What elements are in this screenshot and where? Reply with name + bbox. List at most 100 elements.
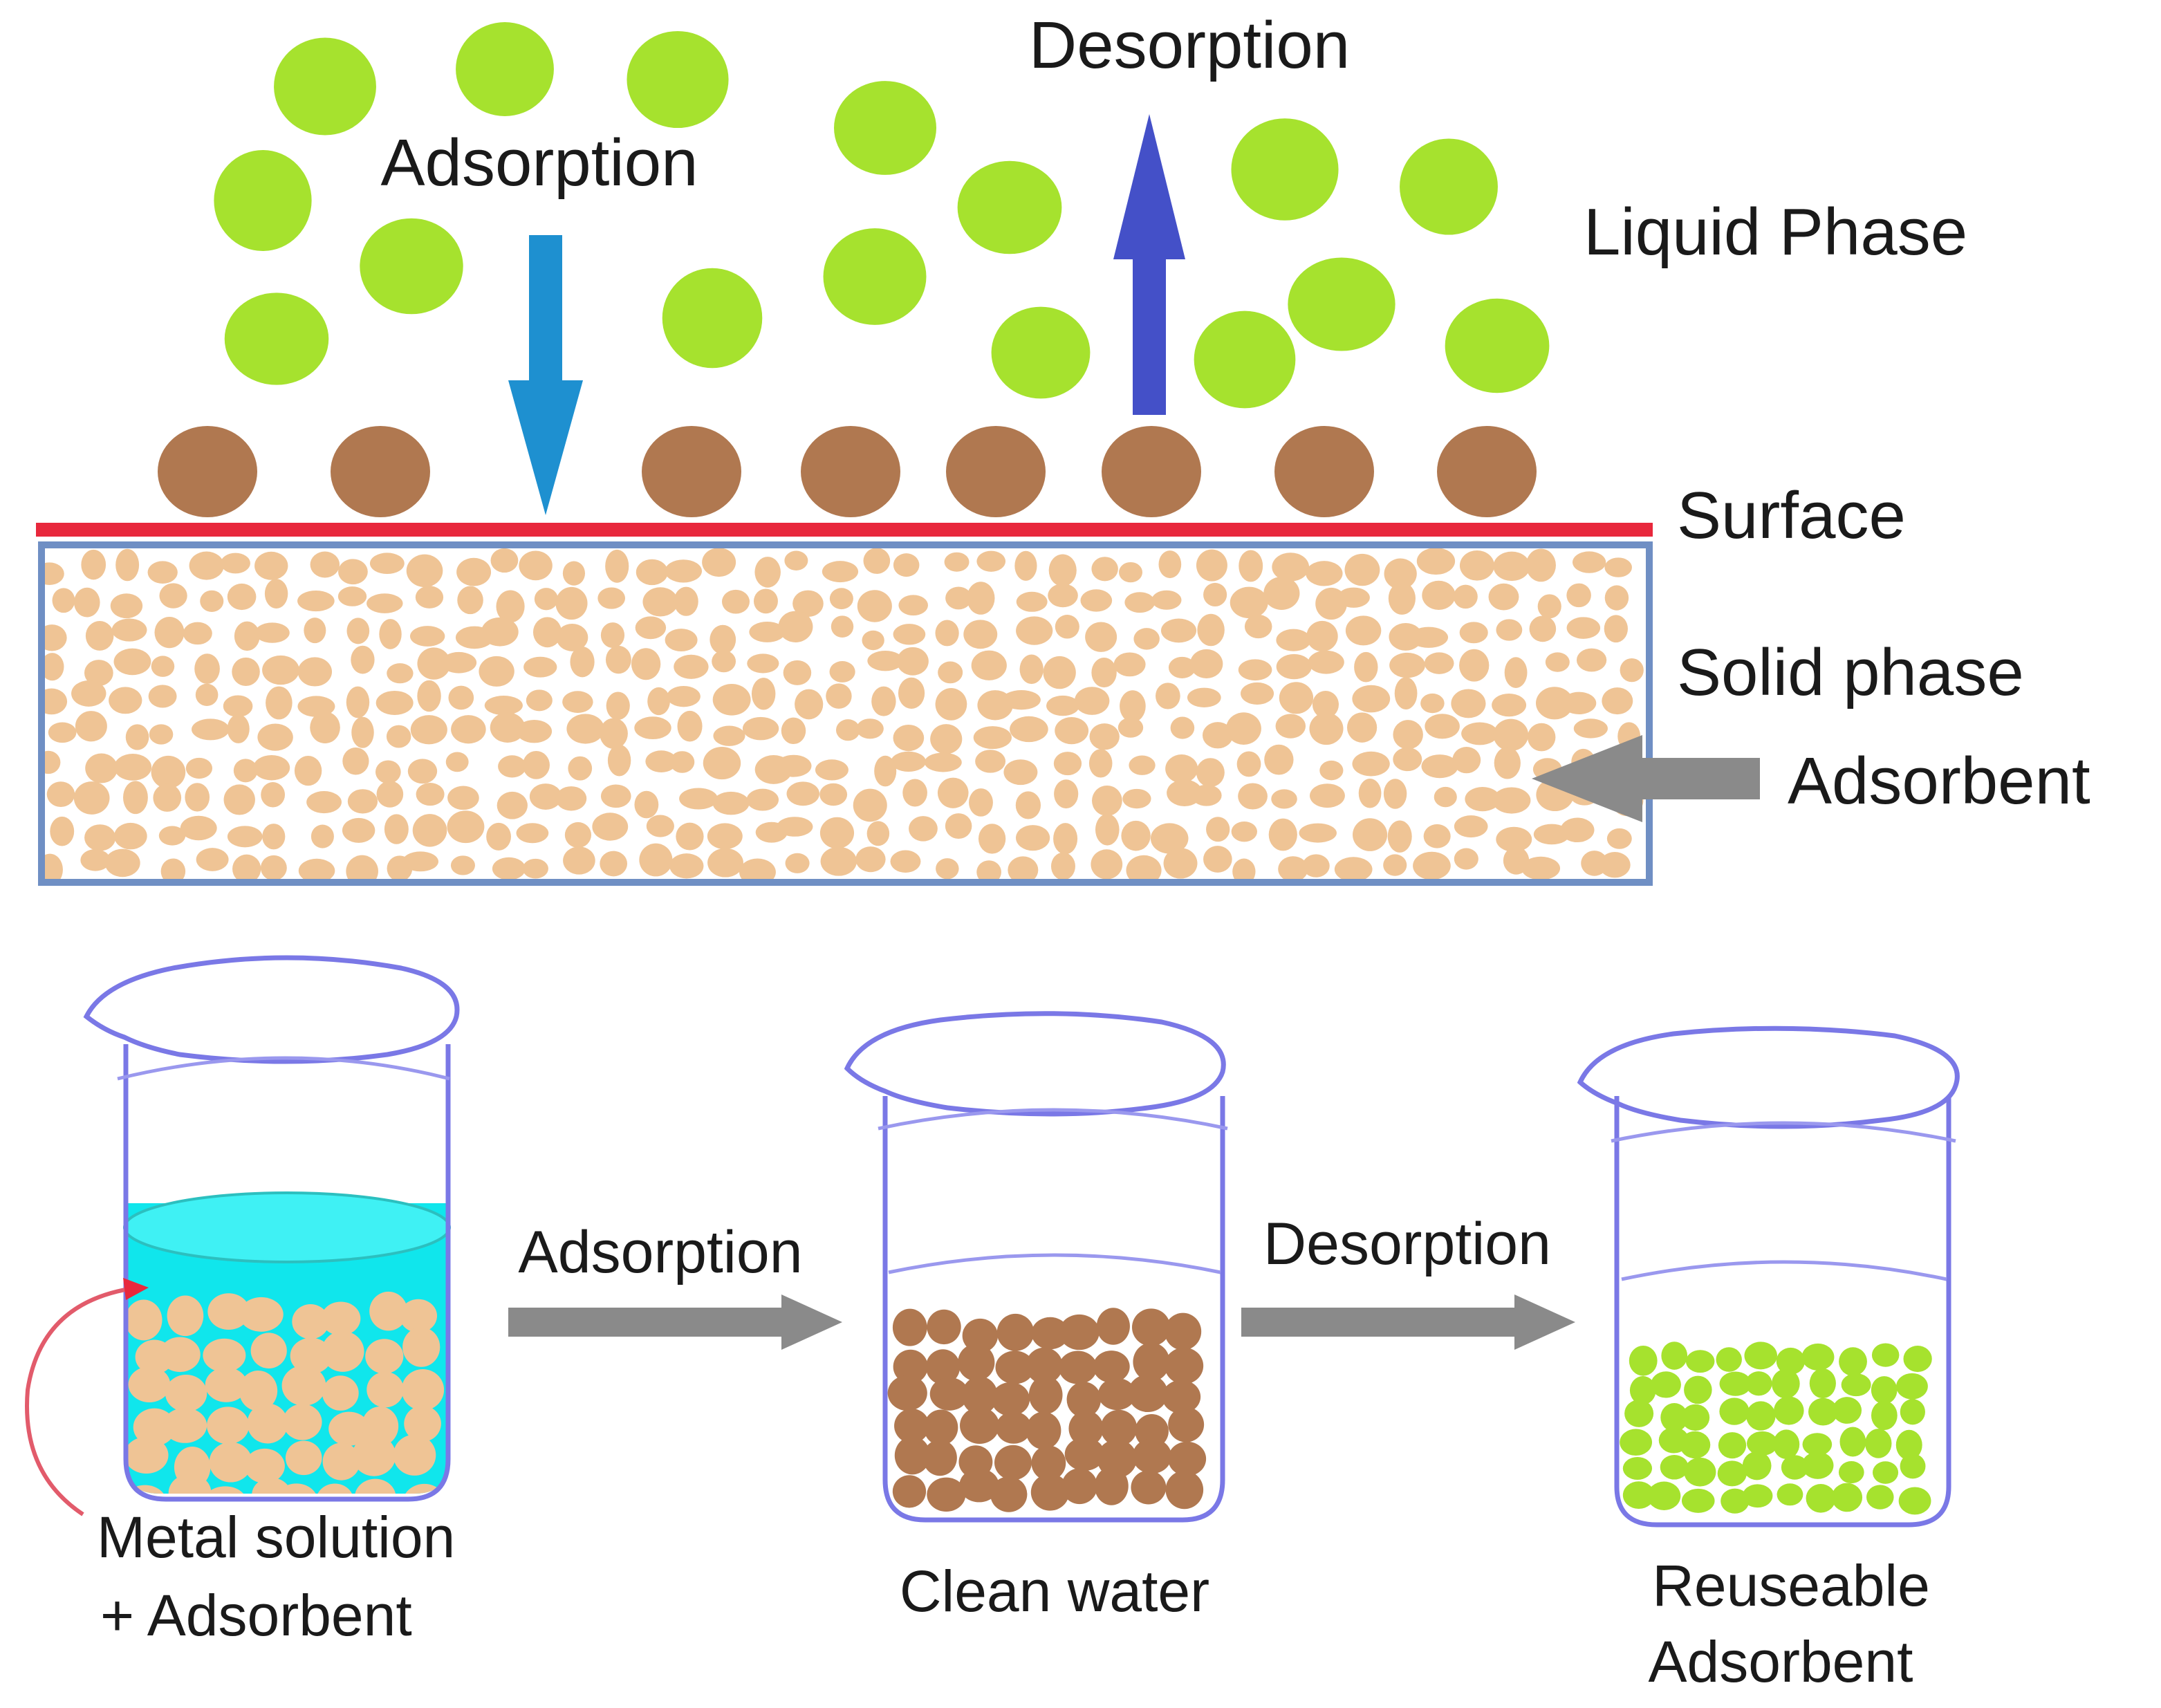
adsorbent-grain bbox=[555, 586, 588, 620]
adsorbent-grain bbox=[1054, 779, 1079, 809]
metal-ion-particle bbox=[991, 306, 1091, 399]
adsorbent-grain bbox=[1420, 693, 1445, 714]
adsorbent-grain bbox=[351, 645, 375, 674]
regenerated-particle bbox=[1898, 1487, 1931, 1515]
adsorbent-grain bbox=[523, 656, 557, 678]
adsorbent-grain bbox=[203, 1338, 246, 1373]
adsorbent-grain bbox=[43, 624, 67, 651]
adsorbent-grain bbox=[447, 810, 485, 844]
adsorbent-grain bbox=[707, 823, 743, 850]
process-arrow-desorption-icon bbox=[1241, 1294, 1575, 1350]
adsorbent-grain bbox=[786, 781, 819, 806]
adsorbent-grain bbox=[826, 683, 852, 709]
adsorbent-grain bbox=[1196, 758, 1225, 788]
adsorbed-particle bbox=[642, 426, 741, 517]
adsorbent-grain bbox=[1566, 617, 1601, 639]
adsorbent-grain bbox=[1422, 580, 1456, 610]
adsorbent-grain bbox=[1354, 651, 1378, 683]
adsorbed-metal-particle bbox=[1093, 1350, 1130, 1383]
adsorbent-grain bbox=[1389, 652, 1425, 678]
regenerated-particle bbox=[1651, 1371, 1681, 1398]
regenerated-particle bbox=[1680, 1431, 1711, 1459]
adsorbent-grain bbox=[75, 711, 107, 742]
regenerated-particle bbox=[1801, 1451, 1834, 1479]
adsorbent-grain bbox=[71, 680, 106, 707]
adsorbent-grain bbox=[1168, 656, 1196, 678]
adsorbent-grain bbox=[890, 850, 921, 873]
regenerated-particle bbox=[1839, 1347, 1867, 1376]
adsorbent-grain bbox=[1388, 582, 1416, 615]
adsorbent-grain bbox=[1493, 718, 1529, 751]
adsorbent-grain bbox=[205, 1367, 248, 1402]
adsorbent-grain bbox=[1121, 820, 1151, 851]
adsorbent-grain bbox=[822, 561, 859, 583]
adsorbent-grain bbox=[792, 590, 824, 618]
adsorbent-grain bbox=[183, 622, 212, 645]
adsorbed-metal-particle bbox=[995, 1350, 1035, 1384]
adsorbent-grain bbox=[516, 823, 549, 844]
adsorbent-grain bbox=[346, 686, 370, 718]
adsorbent-grain bbox=[1231, 821, 1257, 842]
adsorbent-grain bbox=[783, 660, 812, 685]
adsorbent-grain bbox=[1055, 615, 1079, 639]
metal-ion-particle bbox=[627, 30, 729, 129]
adsorbed-metal-particle bbox=[927, 1477, 966, 1512]
adsorbent-grain bbox=[410, 715, 447, 745]
adsorbent-grain bbox=[1424, 652, 1454, 674]
adsorbed-metal-particle bbox=[1165, 1347, 1204, 1384]
adsorbent-grain bbox=[306, 790, 342, 814]
adsorbent-grain bbox=[564, 821, 592, 848]
adsorbed-metal-particle bbox=[960, 1407, 1000, 1444]
adsorbent-grain bbox=[375, 760, 401, 784]
adsorbed-metal-particle bbox=[991, 1382, 1030, 1416]
adsorbent-grain bbox=[1126, 855, 1162, 880]
adsorbent-grain bbox=[785, 853, 810, 873]
adsorbent-grain bbox=[84, 824, 116, 851]
regenerated-particle bbox=[1774, 1396, 1804, 1425]
adsorbent-grain bbox=[1454, 815, 1488, 838]
adsorbent-grain bbox=[634, 716, 671, 740]
adsorbent-grain bbox=[522, 750, 550, 779]
adsorbed-metal-particle bbox=[1094, 1467, 1129, 1505]
adsorbed-metal-particle bbox=[1028, 1375, 1063, 1414]
adsorbent-grain bbox=[1244, 614, 1272, 639]
adsorbent-grain bbox=[1492, 693, 1527, 717]
adsorbent-label-2: Adsorbent bbox=[1649, 1629, 1913, 1694]
beaker-metal-solution bbox=[25, 955, 460, 1516]
adsorbed-metal-particle bbox=[1031, 1317, 1069, 1350]
adsorbed-metal-particle bbox=[894, 1409, 929, 1443]
adsorbent-grain bbox=[857, 590, 892, 622]
adsorbent-grain bbox=[863, 548, 891, 574]
adsorbent-grain bbox=[194, 653, 220, 684]
adsorbent-grain bbox=[457, 586, 483, 615]
adsorbed-metal-particle bbox=[892, 1308, 927, 1346]
regenerated-particle bbox=[1661, 1342, 1688, 1370]
adsorbent-grain bbox=[562, 561, 586, 586]
adsorbent-grain bbox=[297, 591, 335, 612]
adsorbed-particle bbox=[331, 426, 430, 517]
adsorbed-metal-particle bbox=[1096, 1308, 1130, 1345]
adsorbent-grain bbox=[529, 783, 562, 810]
adsorbent-grain bbox=[168, 1474, 212, 1494]
adsorbent-grain bbox=[257, 723, 293, 751]
adsorbent-grain bbox=[1459, 649, 1490, 682]
adsorbent-grain bbox=[253, 754, 290, 781]
adsorbent-grain bbox=[721, 589, 750, 614]
adsorbent-grain bbox=[1278, 856, 1308, 880]
adsorbent-grain bbox=[125, 724, 149, 750]
adsorbent-grain bbox=[945, 813, 972, 839]
adsorbent-grain bbox=[406, 554, 443, 588]
regenerated-particle bbox=[1802, 1433, 1833, 1456]
adsorbent-grain bbox=[1337, 587, 1370, 608]
adsorbent-grain bbox=[517, 719, 553, 743]
adsorbent-grain bbox=[1451, 689, 1486, 718]
adsorbent-grain bbox=[1048, 554, 1077, 587]
adsorbent-grain bbox=[829, 588, 853, 610]
adsorbent-grain bbox=[1425, 714, 1460, 739]
adsorbent-grain bbox=[1599, 852, 1631, 878]
adsorbent-grain bbox=[1089, 723, 1120, 750]
metal-ion-particle bbox=[823, 228, 927, 325]
regenerated-particle bbox=[1866, 1485, 1894, 1510]
adsorbent-grain bbox=[1019, 654, 1044, 685]
adsorbent-grain bbox=[1016, 616, 1053, 645]
